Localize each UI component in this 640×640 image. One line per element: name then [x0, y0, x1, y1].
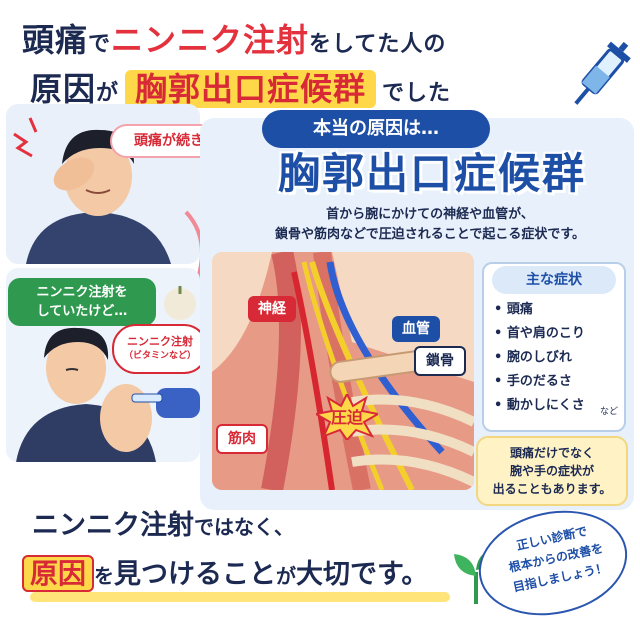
- symptom-item: 腕のしびれ: [494, 346, 624, 370]
- panel-title: 胸郭出口症候群: [277, 149, 586, 198]
- headline-line-1: 頭痛でニンニク注射をしてた人の: [22, 20, 446, 65]
- desc-line-2: 鎖骨や筋肉などで圧迫されることで起こる症状です。: [274, 227, 586, 242]
- bottom-important: 大切です。: [296, 559, 429, 590]
- symptoms-list: 頭痛 首や肩のこり 腕のしびれ 手のだるさ 動かしにくさ: [494, 298, 624, 418]
- speech-bubble-injection: ニンニク注射を していたけど…: [8, 278, 156, 326]
- headline-deshita: でした: [382, 81, 452, 106]
- real-cause-tag: 本当の原因は…: [262, 110, 490, 148]
- injection-person-illustration: [16, 286, 200, 462]
- bottom-ga: が: [276, 564, 297, 588]
- headline-de: で: [88, 32, 112, 57]
- pressure-burst-icon: [316, 394, 378, 440]
- headline-tos: 胸郭出口症候群: [125, 70, 377, 108]
- label-muscle: 筋肉: [216, 424, 268, 454]
- bubble2-line1: ニンニク注射を: [36, 285, 128, 300]
- headline-ga: が: [96, 81, 120, 106]
- note-line-3: 出ることもあります。: [492, 482, 612, 496]
- headline-cause: 原因: [30, 70, 97, 108]
- bottom-line-1: ニンニク注射ではなく、: [32, 506, 294, 547]
- symptom-item: 手のだるさ: [494, 370, 624, 394]
- bottom-wo: を: [94, 564, 115, 588]
- bottom-line-2: 原因を見つけることが大切です。: [22, 552, 428, 598]
- symptoms-header: 主な症状: [492, 266, 616, 294]
- desc-line-1: 首から腕にかけての神経や血管が、: [326, 207, 534, 222]
- speech-bubble-vitamin: ニンニク注射 （ビタミンなど）: [112, 324, 208, 374]
- label-nerve: 神経: [248, 296, 296, 322]
- headline-line-2: 原因が胸郭出口症候群でした: [30, 68, 451, 115]
- bubble2-line2: していたけど…: [36, 304, 128, 319]
- note-line-1: 頭痛だけでなく: [509, 446, 594, 460]
- bottom-find: 見つけること: [114, 559, 277, 590]
- note-line-2: 腕や手の症状が: [509, 464, 594, 478]
- label-pressure: 圧迫: [330, 408, 363, 427]
- symptoms-etc: など: [600, 407, 619, 417]
- bottom-garlic-injection: ニンニク注射: [32, 510, 194, 541]
- bubble3-line2: （ビタミンなど）: [123, 351, 196, 361]
- symptom-item: 動かしにくさ: [494, 394, 624, 418]
- symptom-item: 首や肩のこり: [494, 322, 624, 346]
- headline-garlic-injection: ニンニク注射: [111, 21, 310, 59]
- symptom-item: 頭痛: [494, 298, 624, 322]
- symptoms-note: 頭痛だけでなく 腕や手の症状が 出ることもあります。: [476, 436, 628, 506]
- syringe-icon: [574, 41, 631, 105]
- highlight-underline: [30, 592, 450, 602]
- headline-person: をしてた人の: [309, 32, 447, 57]
- bottom-cause: 原因: [22, 555, 95, 592]
- panel-description: 首から腕にかけての神経や血管が、 鎖骨や筋肉などで圧迫されることで起こる症状です…: [240, 205, 620, 245]
- headline-headache: 頭痛: [22, 21, 89, 59]
- label-clavicle: 鎖骨: [414, 346, 466, 376]
- label-blood-vessel: 血管: [392, 316, 440, 342]
- bubble3-line1: ニンニク注射: [127, 335, 193, 348]
- bottom-dewanaku: ではなく、: [194, 515, 294, 539]
